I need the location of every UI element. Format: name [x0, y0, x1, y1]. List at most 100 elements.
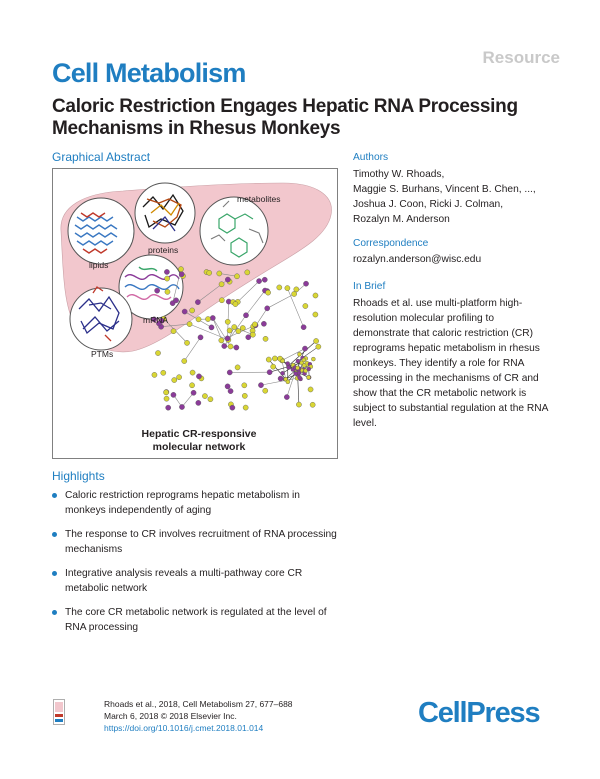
metabolites-circle — [199, 196, 269, 266]
network-node — [178, 271, 185, 278]
network-node — [224, 335, 231, 342]
author-line[interactable]: Joshua J. Coon, Ricki J. Colman, — [353, 199, 504, 210]
network-node — [297, 352, 302, 357]
label-proteins: proteins — [148, 245, 178, 255]
network-node — [242, 404, 249, 411]
network-node — [243, 312, 249, 319]
network-node — [241, 382, 248, 389]
network-edge — [219, 273, 238, 277]
article-title: Caloric Restriction Engages Hepatic RNA … — [52, 96, 518, 139]
bullet-icon — [52, 571, 57, 576]
network-node — [295, 365, 300, 371]
network-node — [295, 358, 301, 364]
network-node — [261, 276, 268, 283]
network-node — [196, 373, 202, 380]
network-edge — [161, 323, 190, 328]
network-node — [309, 401, 316, 408]
network-node — [151, 372, 158, 378]
network-edge — [184, 337, 201, 362]
network-edge — [181, 392, 194, 408]
highlight-text: Integrative analysis reveals a multi-pat… — [65, 568, 303, 594]
network-edge — [281, 348, 306, 361]
network-node — [205, 316, 211, 322]
in-brief-text: Rhoads et al. use multi-platform high-re… — [353, 298, 548, 429]
network-edge — [245, 290, 266, 316]
network-node — [277, 375, 284, 382]
highlights-list: Caloric restriction reprograms hepatic m… — [52, 488, 342, 644]
network-node — [189, 369, 196, 376]
network-node — [315, 343, 322, 350]
open-access-icon — [53, 699, 65, 725]
network-edge — [288, 340, 317, 367]
graphical-abstract-heading: Graphical Abstract — [52, 150, 151, 164]
highlight-item: The response to CR involves recruitment … — [52, 527, 342, 557]
label-mrna: mRNA — [143, 315, 168, 325]
proteins-circle — [134, 182, 196, 244]
bullet-icon — [52, 493, 57, 498]
author-line[interactable]: Maggie S. Burhans, Vincent B. Chen, ..., — [353, 184, 536, 195]
network-node — [270, 363, 277, 370]
network-node — [285, 379, 291, 385]
author-line[interactable]: Rozalyn M. Anderson — [353, 214, 450, 225]
molecular-network — [151, 266, 322, 411]
network-node — [209, 315, 216, 321]
network-node — [171, 377, 178, 383]
network-node — [208, 324, 215, 331]
network-node — [262, 387, 269, 394]
network-node — [216, 270, 223, 277]
network-node — [302, 303, 309, 309]
network-node — [206, 270, 213, 276]
doi-link[interactable]: https://doi.org/10.1016/j.cmet.2018.01.0… — [104, 723, 264, 733]
lipids-circle — [67, 197, 135, 265]
network-node — [151, 316, 157, 323]
network-node — [218, 281, 225, 288]
network-node — [207, 396, 214, 403]
network-node — [311, 356, 316, 362]
network-node — [163, 389, 169, 396]
network-node — [189, 307, 195, 314]
bullet-icon — [52, 532, 57, 537]
network-node — [241, 393, 248, 399]
network-node — [300, 324, 307, 330]
network-node — [280, 371, 285, 376]
network-node — [291, 291, 297, 297]
network-node — [266, 369, 273, 376]
network-node — [163, 395, 170, 402]
network-node — [258, 382, 264, 388]
network-node — [233, 344, 240, 351]
journal-name[interactable]: Cell Metabolism — [52, 58, 246, 88]
network-node — [284, 394, 290, 400]
network-node — [306, 366, 311, 372]
network-node — [306, 375, 311, 380]
network-node — [154, 287, 160, 294]
network-edge — [281, 360, 287, 380]
network-node — [235, 328, 242, 334]
network-node — [184, 340, 190, 346]
in-brief-heading: In Brief — [353, 281, 386, 292]
highlight-text: The core CR metabolic network is regulat… — [65, 607, 327, 633]
correspondence-email[interactable]: rozalyn.anderson@wisc.edu — [353, 254, 482, 265]
network-node — [179, 404, 185, 410]
network-node — [164, 289, 171, 295]
network-node — [302, 363, 307, 368]
network-node — [156, 320, 162, 327]
network-node — [284, 285, 291, 291]
caption-line-2: molecular network — [153, 441, 246, 453]
network-node — [195, 316, 202, 323]
network-node — [190, 389, 197, 396]
network-node — [195, 299, 201, 305]
author-line[interactable]: Timothy W. Rhoads, — [353, 169, 445, 180]
network-node — [245, 334, 252, 341]
highlight-item: The core CR metabolic network is regulat… — [52, 605, 342, 635]
network-node — [296, 401, 302, 408]
authors-list: Timothy W. Rhoads, Maggie S. Burhans, Vi… — [353, 167, 553, 227]
network-edge — [287, 288, 304, 328]
date-copyright: March 6, 2018 © 2018 Elsevier Inc. — [104, 711, 237, 721]
network-node — [181, 358, 188, 364]
cellpress-logo[interactable]: CellPress — [418, 697, 541, 729]
network-node — [202, 393, 208, 399]
label-metabolites: metabolites — [237, 194, 280, 204]
network-edge — [267, 293, 295, 309]
network-node — [312, 292, 319, 299]
network-node — [225, 276, 231, 283]
